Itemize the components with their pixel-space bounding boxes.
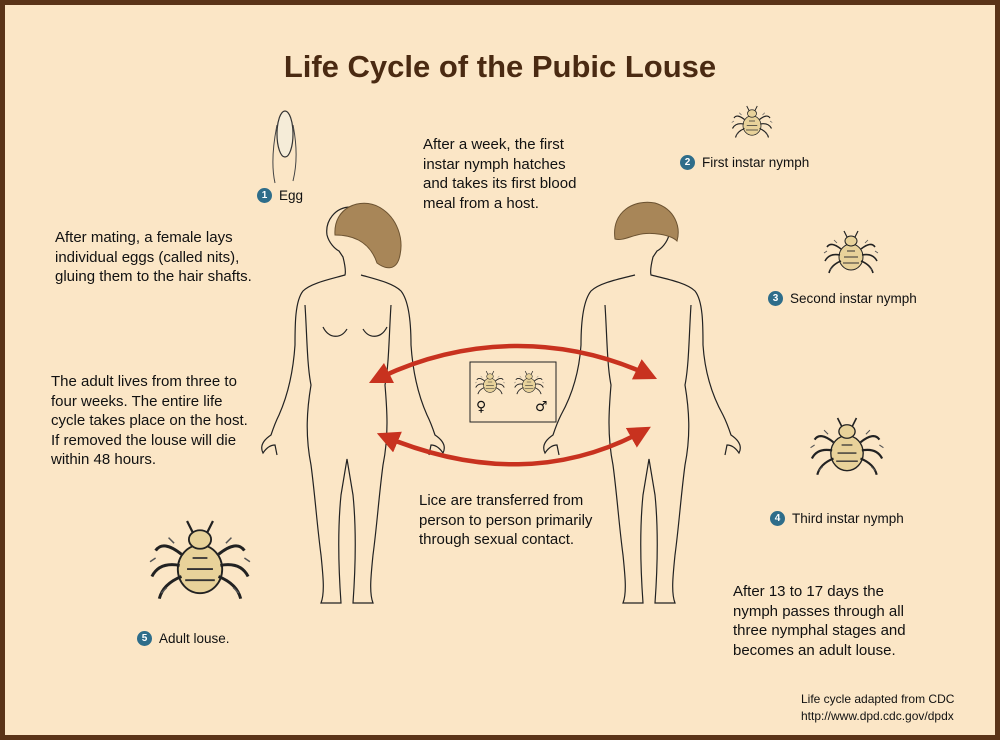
stage-label-text: Third instar nymph [792, 511, 904, 526]
stage-badge: 5 [137, 631, 152, 646]
stage-label-third-instar: 4 Third instar nymph [770, 511, 904, 526]
stage-label-egg: 1 Egg [257, 188, 303, 203]
transfer-arrow-top [368, 343, 658, 384]
stage-label-text: First instar nymph [702, 155, 810, 170]
stage-badge: 2 [680, 155, 695, 170]
stage-badge: 1 [257, 188, 272, 203]
hatch-description: After a week, the first instar nymph hat… [423, 136, 577, 212]
stage-badge: 3 [768, 291, 783, 306]
female-figure [261, 202, 445, 604]
male-symbol: ♂ [535, 399, 548, 415]
third-instar-nymph-illustration [809, 416, 885, 476]
stage-label-text: Adult louse. [159, 631, 230, 646]
adult-life-description: The adult lives from three to four weeks… [51, 373, 248, 468]
female-symbol: ♀ [476, 399, 487, 415]
transfer-box [469, 361, 557, 423]
illustration-layer [148, 105, 885, 604]
stage-label-text: Egg [279, 188, 304, 203]
nymph-stages-description: After 13 to 17 days the nymph passes thr… [733, 583, 906, 659]
male-figure [543, 201, 741, 604]
transfer-description: Lice are transferred from person to pers… [419, 492, 593, 548]
mating-description: After mating, a female lays individual e… [55, 229, 252, 285]
egg-illustration [272, 110, 297, 184]
stage-label-adult: 5 Adult louse. [137, 631, 230, 646]
stage-label-second-instar: 3 Second instar nymph [768, 291, 917, 306]
page-title: Life Cycle of the Pubic Louse [283, 49, 717, 84]
adult-louse-illustration [148, 519, 252, 601]
transfer-arrow-bottom [376, 426, 651, 467]
stage-label-first-instar: 2 First instar nymph [680, 155, 809, 170]
stage-badge: 4 [770, 511, 785, 526]
first-instar-nymph-illustration [731, 105, 773, 139]
second-instar-nymph-illustration [823, 230, 879, 274]
source-credit: Life cycle adapted from CDC http://www.d… [801, 692, 955, 723]
stage-label-text: Second instar nymph [790, 291, 917, 306]
